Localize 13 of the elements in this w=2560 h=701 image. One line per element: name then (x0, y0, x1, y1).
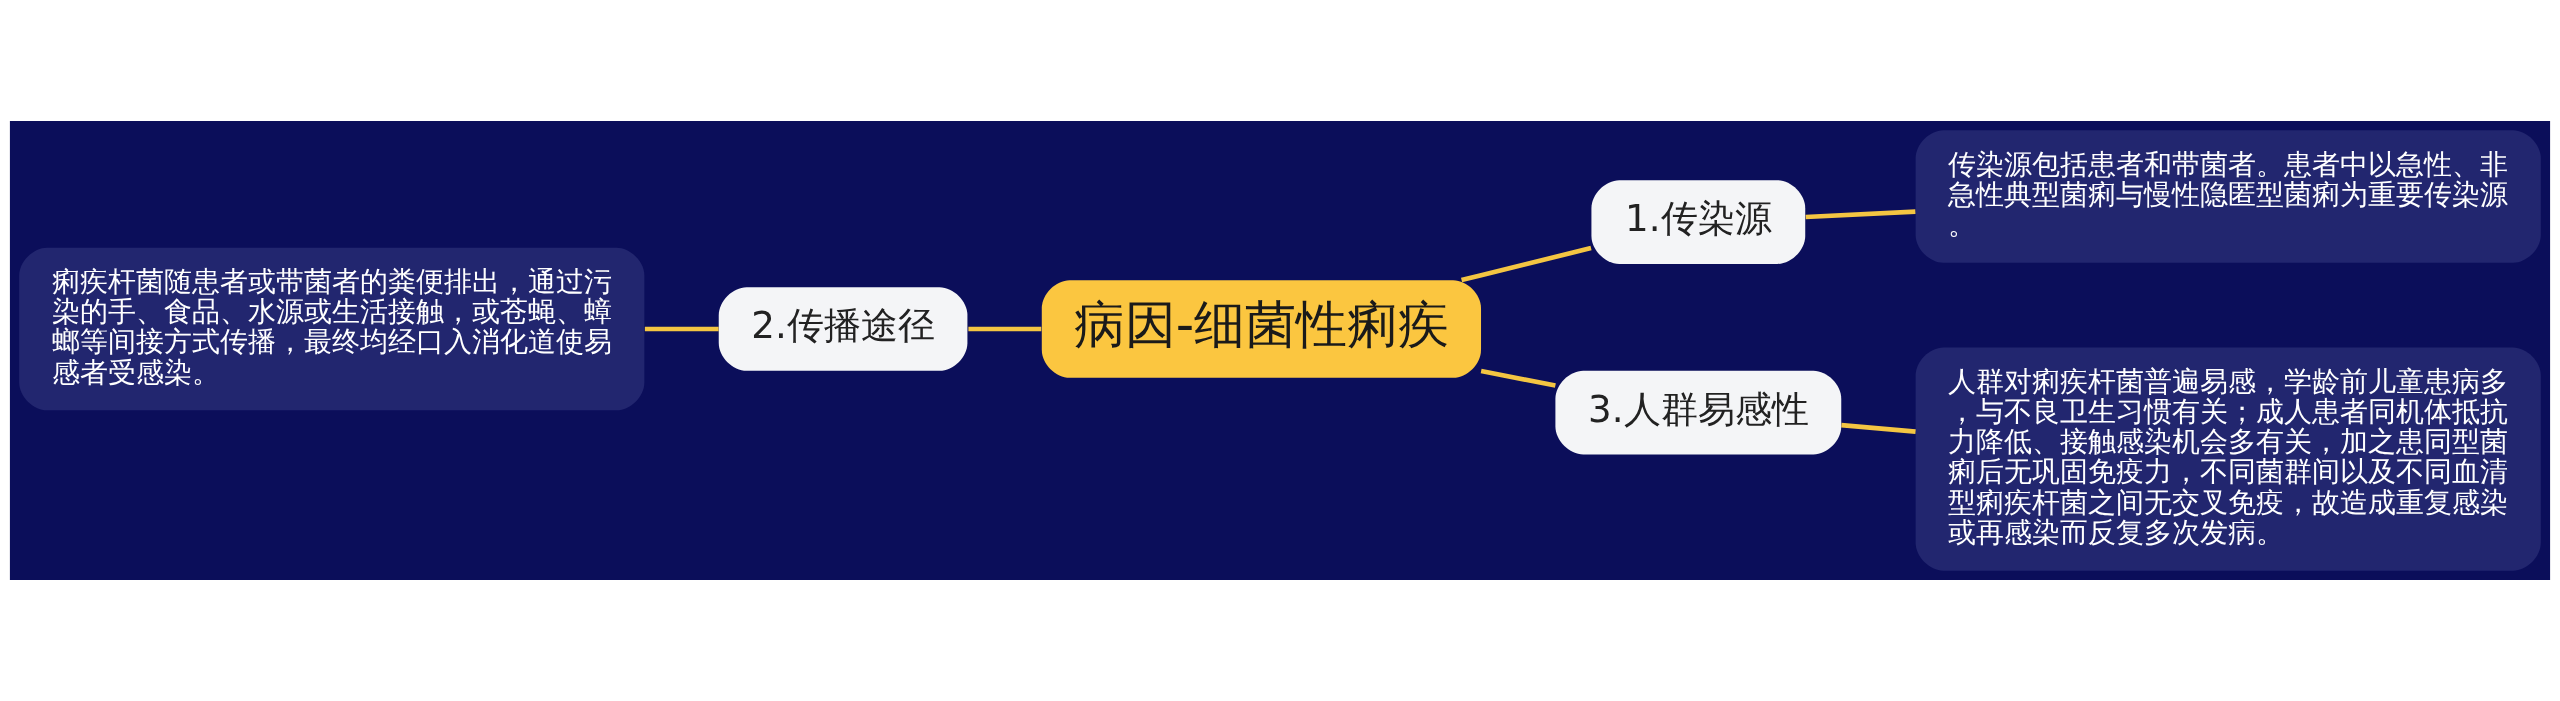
connector (1841, 422, 1916, 434)
node-box: 人群对痢疾杆菌普遍易感，学龄前儿童患病多，与不良卫生习惯有关；成人患者同机体抵抗力降低、接触感染机会多有关，加之患同型菌痢后无巩固免疫力，不同菌群间以及不同血清型痢疾杆菌之间无交叉免疫，故造成重复感染或再感染而反复多次发病。 (1915, 347, 2541, 571)
node-box: 传染源包括患者和带菌者。患者中以急性、非急性典型菌痢与慢性隐匿型菌痢为重要传染源。 (1915, 130, 2541, 263)
connector (1805, 209, 1916, 220)
connector (1480, 368, 1556, 388)
node-box: 2.传播途径 (718, 287, 968, 371)
node-box: 1.传染源 (1591, 180, 1806, 264)
connector (968, 326, 1042, 332)
connector (644, 326, 719, 332)
connector (1460, 245, 1592, 283)
node-box: 病因-细菌性痢疾 (1041, 280, 1482, 378)
node-box: 痢疾杆菌随患者或带菌者的粪便排出，通过污染的手、食品、水源或生活接触，或苍蝇、蟑螂等间接方式传播，最终均经口入消化道使易感者受感染。 (19, 247, 645, 411)
node-box: 3.人群易感性 (1555, 370, 1842, 455)
